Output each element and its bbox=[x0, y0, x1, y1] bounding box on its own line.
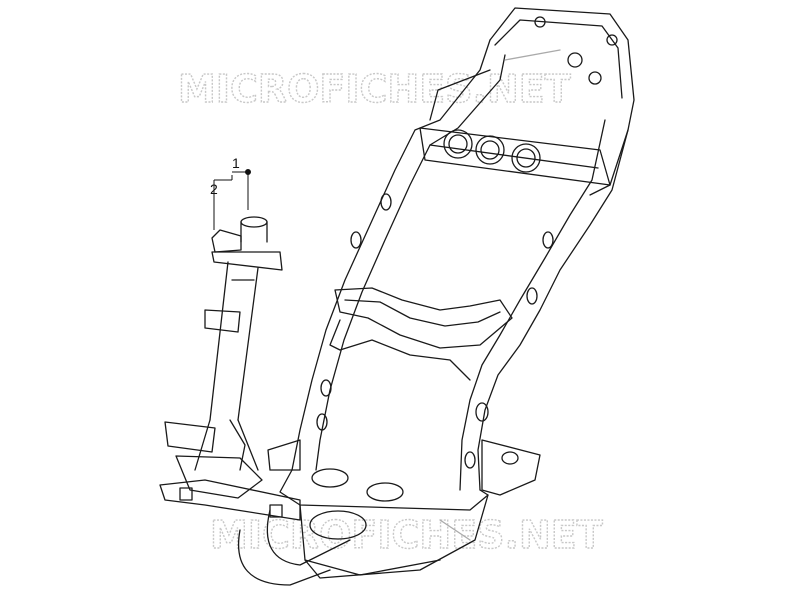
callout-group bbox=[213, 169, 251, 230]
watermark-bottom: MICROFICHES.NET bbox=[210, 513, 603, 557]
main-frame bbox=[267, 7, 635, 579]
callout-label-1: 1 bbox=[232, 155, 240, 171]
watermark-top: MICROFICHES.NET bbox=[178, 67, 571, 111]
callout-label-2: 2 bbox=[210, 181, 218, 197]
frame-holes bbox=[311, 16, 618, 502]
steering-tube-assembly bbox=[159, 216, 367, 586]
